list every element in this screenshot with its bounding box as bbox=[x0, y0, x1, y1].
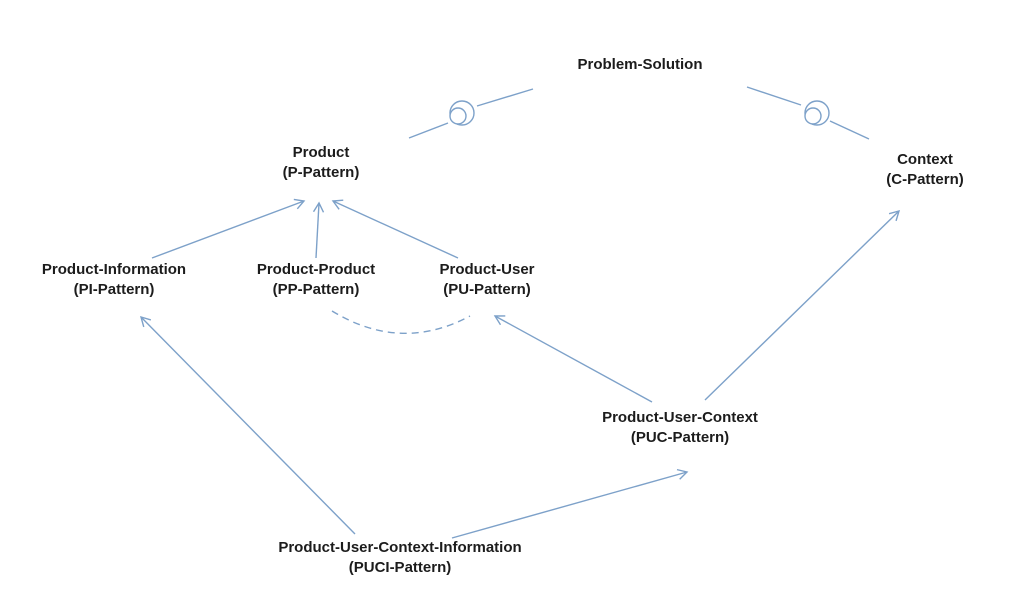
node-label: Product-User bbox=[439, 261, 535, 278]
edge-problem-solution-to-context-upper bbox=[746, 86, 802, 106]
node-sublabel: (P-Pattern) bbox=[282, 164, 360, 181]
node-sublabel: (PI-Pattern) bbox=[73, 281, 155, 298]
edge-problem-solution-to-product-upper bbox=[476, 88, 534, 107]
node-context: Context (C-Pattern) bbox=[886, 150, 964, 190]
node-label: Product-Product bbox=[256, 261, 376, 278]
node-sublabel: (PP-Pattern) bbox=[272, 281, 360, 298]
connector-circle-left-inner bbox=[449, 107, 467, 125]
node-label: Product-User-Context bbox=[602, 409, 758, 426]
node-sublabel: (PU-Pattern) bbox=[443, 281, 531, 298]
edge-problem-solution-to-context-lower bbox=[829, 120, 870, 140]
node-product-user-context: Product-User-Context (PUC-Pattern) bbox=[602, 408, 758, 448]
node-product-information: Product-Information (PI-Pattern) bbox=[42, 260, 186, 300]
edge-puci-to-product-information bbox=[139, 315, 356, 535]
edge-puc-to-product-user bbox=[493, 315, 653, 403]
node-sublabel: (PUC-Pattern) bbox=[630, 429, 730, 446]
node-product-product: Product-Product (PP-Pattern) bbox=[257, 260, 375, 300]
node-label: Problem-Solution bbox=[577, 56, 703, 73]
edge-product-information-to-product bbox=[151, 198, 306, 259]
edge-puci-to-puc bbox=[451, 468, 689, 539]
node-label: Product-User-Context-Information bbox=[278, 539, 522, 556]
node-label: Context bbox=[897, 151, 953, 168]
connector-circle-right-inner bbox=[804, 107, 822, 125]
node-sublabel: (PUCI-Pattern) bbox=[348, 559, 452, 576]
node-product-user-context-information: Product-User-Context-Information (PUCI-P… bbox=[278, 538, 521, 578]
edge-puc-to-context bbox=[704, 209, 901, 401]
edge-problem-solution-to-product-lower bbox=[408, 122, 449, 139]
edge-product-product-to-product bbox=[312, 201, 325, 259]
node-label: Product-Information bbox=[41, 261, 187, 278]
node-label: Product bbox=[292, 144, 350, 161]
node-sublabel: (C-Pattern) bbox=[886, 171, 964, 188]
node-product: Product (P-Pattern) bbox=[283, 143, 360, 183]
edge-product-product-to-product-user-dashed bbox=[331, 310, 471, 335]
node-product-user: Product-User (PU-Pattern) bbox=[439, 260, 534, 300]
edge-product-user-to-product bbox=[331, 199, 459, 259]
node-problem-solution: Problem-Solution bbox=[578, 55, 703, 75]
